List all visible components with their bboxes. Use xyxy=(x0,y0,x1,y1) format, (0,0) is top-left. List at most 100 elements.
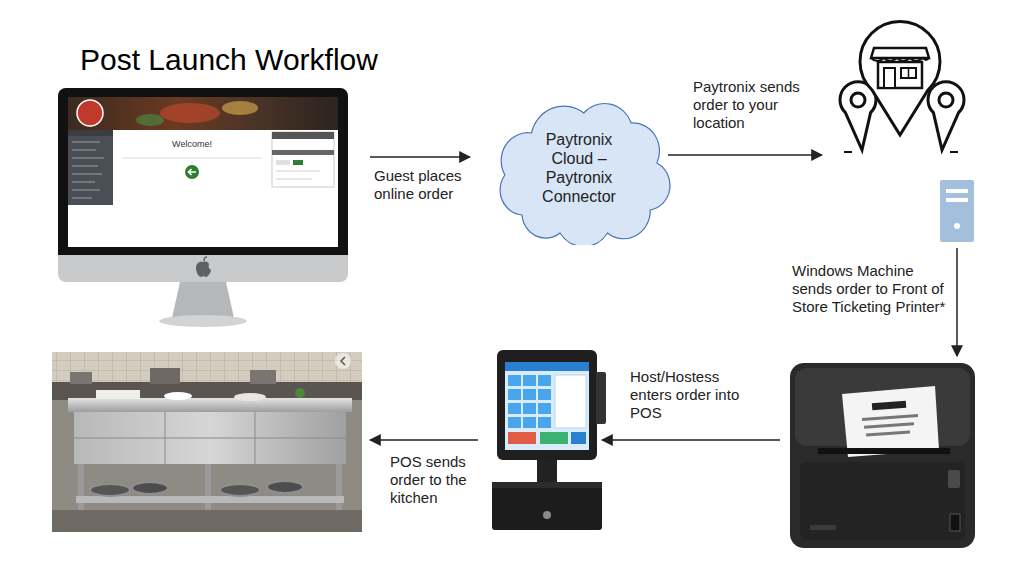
kitchen-photo-part xyxy=(52,352,362,384)
computer-monitor-part xyxy=(72,142,104,198)
pos-terminal-part xyxy=(571,432,586,444)
server-tower-part xyxy=(954,223,960,229)
pos-terminal-part xyxy=(540,432,568,444)
computer-monitor-part xyxy=(185,165,199,179)
node-text: Paytronix Cloud – Paytronix Connector xyxy=(523,130,635,207)
kitchen-photo-part xyxy=(267,481,303,493)
store-location-icon-part xyxy=(851,93,865,107)
step-label: POS sends order to the kitchen xyxy=(390,453,484,507)
pos-terminal-part xyxy=(497,350,597,460)
ticket-printer-part xyxy=(810,525,836,530)
cloud-outline-path xyxy=(500,104,670,245)
computer-monitor-part xyxy=(204,257,207,261)
store-location-icon-part xyxy=(908,68,910,78)
step-label: Windows Machine sends order to Front of … xyxy=(792,262,948,316)
node-content: Paytronix Cloud – Paytronix Connector xyxy=(484,85,674,245)
computer-monitor xyxy=(58,88,348,327)
ticket-printer-part xyxy=(948,470,960,488)
pos-terminal-part xyxy=(537,458,557,484)
computer-monitor-part xyxy=(276,160,290,165)
pos-terminal-part-part xyxy=(523,389,536,400)
pos-terminal-part xyxy=(505,362,589,450)
ticket-printer-part xyxy=(790,363,975,548)
store-location-icon-part xyxy=(860,21,940,135)
arrow-lines-part xyxy=(370,439,478,441)
label-wrap: Paytronix sends order to your location xyxy=(693,78,821,132)
pos-terminal-part-part xyxy=(508,403,521,414)
ticket-printer-part xyxy=(862,414,918,421)
ticket-printer-part xyxy=(818,448,950,454)
step-label: Host/Hostess enters order into POS xyxy=(630,368,748,422)
kitchen-photo-part xyxy=(52,352,362,532)
kitchen-photo xyxy=(52,352,362,532)
kitchen-photo-part xyxy=(52,382,362,400)
kitchen-photo-part xyxy=(164,392,192,400)
arrow-lines-part xyxy=(956,248,958,356)
pos-terminal-part-part xyxy=(523,403,536,414)
computer-monitor-part xyxy=(189,169,197,175)
store-location-icon-part xyxy=(878,62,922,88)
computer-monitor-part xyxy=(68,130,113,136)
pos-terminal-part-part xyxy=(508,417,521,428)
pos-terminal xyxy=(492,350,606,530)
pos-terminal-part xyxy=(508,432,536,444)
pos-terminal-part-part xyxy=(538,389,551,400)
kitchen-photo-part xyxy=(74,412,346,464)
server-tower-part xyxy=(940,180,974,242)
kitchen-photo-part xyxy=(336,464,342,514)
kitchen-photo-part xyxy=(74,412,346,464)
ticket-printer-part xyxy=(795,368,970,446)
kitchen-photo-part xyxy=(70,372,92,384)
kitchen-photo-part xyxy=(335,353,351,369)
server-tower-part xyxy=(946,198,968,202)
pos-terminal-part-part xyxy=(538,403,551,414)
pos-terminal-part xyxy=(492,482,602,488)
arrow-lines-part xyxy=(668,154,822,156)
kitchen-photo-part xyxy=(250,370,276,384)
store-location-icon-part xyxy=(939,93,953,107)
kitchen-photo-part xyxy=(76,496,344,503)
computer-monitor-part xyxy=(68,97,338,130)
title-wrap: Post Launch Workflow xyxy=(80,42,378,78)
computer-monitor-part xyxy=(276,171,320,179)
kitchen-photo-part xyxy=(96,390,140,399)
step-label: Paytronix sends order to your location xyxy=(693,78,821,132)
pos-terminal-part-part xyxy=(508,389,521,400)
computer-monitor-part xyxy=(272,132,334,187)
kitchen-photo-part xyxy=(132,482,168,494)
ticket-printer-part xyxy=(950,514,960,531)
title: Post Launch Workflow xyxy=(80,42,378,78)
label-wrap: Windows Machine sends order to Front of … xyxy=(792,262,948,316)
kitchen-photo-part xyxy=(234,393,266,401)
server-tower xyxy=(940,180,974,242)
pos-terminal-part-part xyxy=(523,375,536,386)
pos-terminal-part xyxy=(505,362,589,371)
store-location-icon-part xyxy=(884,68,895,88)
pos-terminal-part-part xyxy=(538,375,551,386)
pos-terminal-part xyxy=(543,511,551,519)
computer-monitor-part xyxy=(122,158,262,159)
ticket-printer-part xyxy=(864,422,914,428)
computer-monitor-part xyxy=(58,88,348,282)
kitchen-photo-part xyxy=(295,388,305,398)
kitchen-photo-part xyxy=(78,464,84,514)
kitchen-photo-part xyxy=(205,464,211,514)
computer-monitor-part xyxy=(68,97,338,247)
pos-terminal-part-part xyxy=(538,417,551,428)
kitchen-photo-part xyxy=(68,398,352,412)
label-wrap: Guest places online order xyxy=(374,167,478,203)
computer-monitor-part xyxy=(272,150,334,155)
label-wrap: Welcome! xyxy=(150,139,234,150)
kitchen-photo-part xyxy=(150,368,180,384)
server-tower-part xyxy=(946,189,968,193)
step-label: Guest places online order xyxy=(374,167,478,203)
store-location-icon-part xyxy=(840,82,876,150)
cloud-shape: Paytronix Cloud – Paytronix Connector xyxy=(484,85,674,245)
pos-terminal-part-part xyxy=(508,375,521,386)
arrow-lines-part xyxy=(602,439,780,441)
computer-monitor-part xyxy=(136,114,164,126)
screen-text: Welcome! xyxy=(150,139,234,150)
store-location-icon-part xyxy=(901,68,916,78)
ticket-printer xyxy=(790,363,975,548)
pos-terminal-part xyxy=(596,372,606,424)
